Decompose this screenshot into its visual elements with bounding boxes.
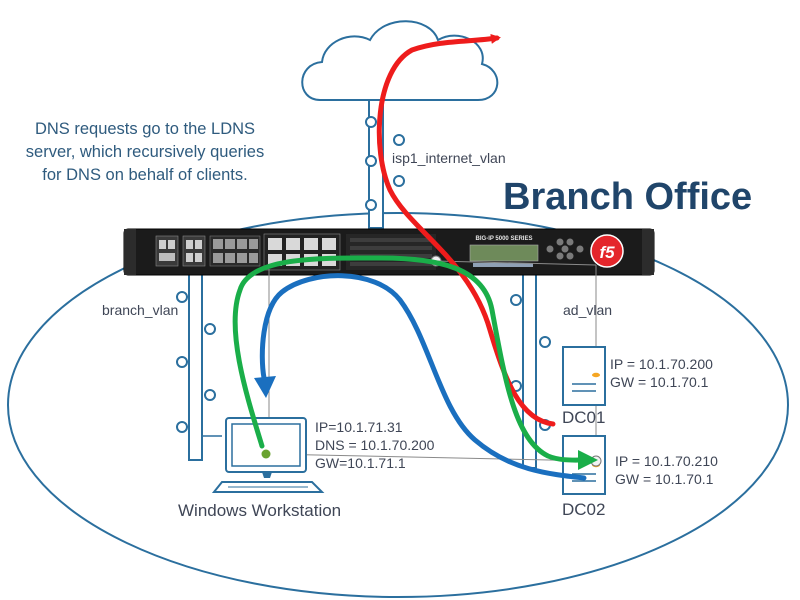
device-model-label: BIG-IP 5000 SERIES [476,236,533,242]
branch-office-boundary [7,212,789,598]
dc01-gw: GW = 10.1.70.1 [610,374,709,390]
intro-description: DNS requests go to the LDNS server, whic… [0,118,290,187]
dc01-info: IP = 10.1.70.200 GW = 10.1.70.1 [610,355,713,391]
intro-line-1: DNS requests go to the LDNS [34,120,256,138]
intro-line-2: server, which recursively queries [25,143,265,161]
windows-workstation-icon [211,417,325,493]
ad-vlan-label: ad_vlan [563,302,613,318]
dc02-info: IP = 10.1.70.210 GW = 10.1.70.1 [615,452,718,488]
workstation-dns: DNS = 10.1.70.200 [315,437,435,453]
intro-line-3: for DNS on behalf of clients. [42,166,248,184]
f5-logo-icon [590,234,624,268]
dns-query-arrowhead [578,450,598,470]
workstation-ip: IP=10.1.71.31 [315,419,403,435]
dns-query-path-arrow [232,255,587,463]
isp-vlan-label: isp1_internet_vlan [392,150,506,166]
dns-response-path-arrow [259,273,587,481]
dc02-gw: GW = 10.1.70.1 [615,471,714,487]
workstation-info: IP=10.1.71.31 DNS = 10.1.70.200 GW=10.1.… [315,418,434,472]
dc01-ip: IP = 10.1.70.200 [610,356,713,372]
isp-vlan-segment [365,99,405,229]
branch-vlan-segment [176,267,222,461]
dc01-label: DC01 [562,408,606,427]
big-ip-device: f5 BIG-IP 5000 SERIES [123,228,655,276]
dns-response-arrowhead [254,376,276,398]
dc01-server-icon [562,346,606,406]
branch-vlan-label: branch_vlan [102,302,179,318]
dc02-ip: IP = 10.1.70.210 [615,453,718,469]
page-title: Branch Office [503,176,753,218]
dc02-label: DC02 [562,500,606,519]
workstation-label: Windows Workstation [178,501,342,520]
workstation-gw: GW=10.1.71.1 [315,455,406,471]
f5-logo-text: f5 [599,243,615,262]
